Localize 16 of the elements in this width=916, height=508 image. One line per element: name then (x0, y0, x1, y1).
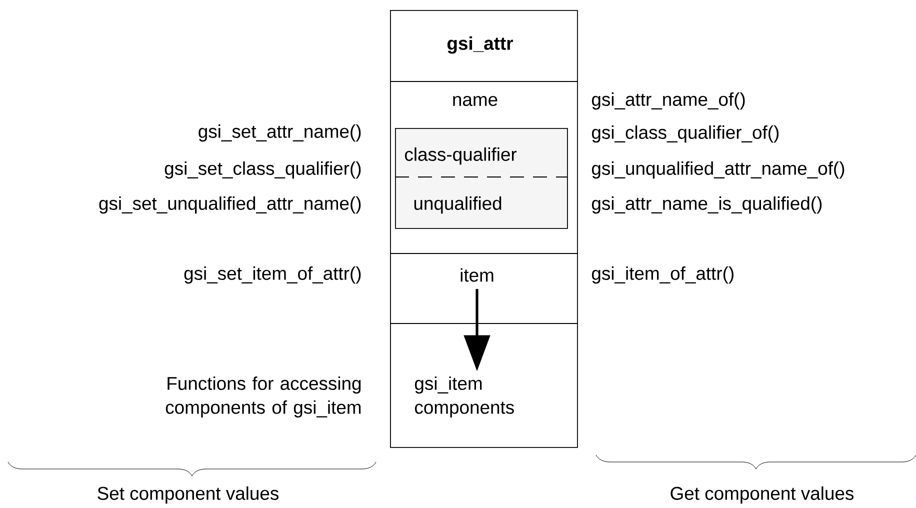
function-name: gsi_attr_name_is_qualified() (592, 196, 822, 214)
section-box: gsi_attr (390, 10, 578, 82)
note: Functions for accessing components of gsi_item (166, 376, 361, 418)
function-name: gsi_set_item_of_attr() (184, 266, 361, 284)
function-name: gsi_set_attr_name() (198, 124, 361, 142)
caption: Set component values (98, 486, 278, 504)
section-box: item (390, 253, 578, 324)
function-name: gsi_attr_name_of() (592, 92, 745, 110)
function-name: gsi_class_qualifier_of() (592, 125, 779, 143)
function-name: gsi_set_unqualified_attr_name() (99, 196, 361, 214)
caption: Get component values (670, 486, 854, 504)
qualifier-box: class-qualifier unqualified (394, 128, 568, 229)
function-name: gsi_set_class_qualifier() (164, 161, 361, 179)
section-box: gsi_item components (390, 323, 578, 448)
function-name: gsi_item_of_attr() (592, 266, 734, 284)
function-name: gsi_unqualified_attr_name_of() (592, 161, 844, 179)
